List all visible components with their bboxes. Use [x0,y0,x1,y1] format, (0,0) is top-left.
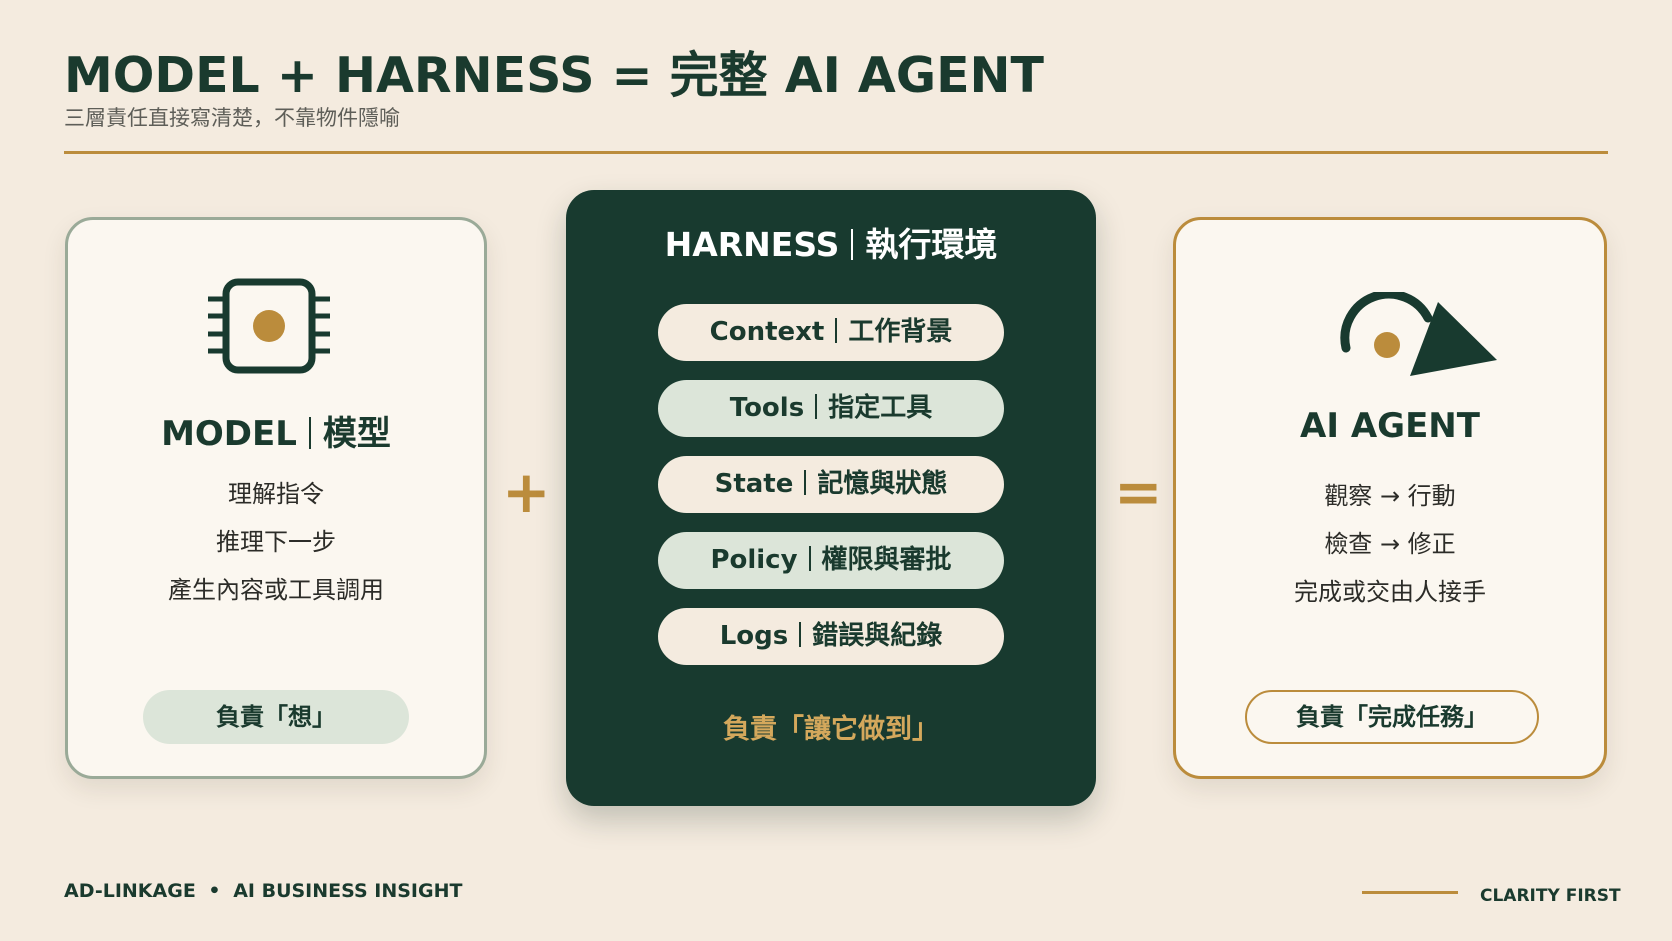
agent-heading: AI AGENT [1300,406,1480,446]
pill-label-en: Logs [719,621,789,651]
pill-label-zh: 指定工具 [828,393,933,423]
agent-line: 觀察 → 行動 [1324,482,1456,510]
pill-separator [815,394,818,420]
heading-separator [308,416,311,450]
pill-label-zh: 記憶與狀態 [817,469,948,499]
model-line: 理解指令 [228,480,324,508]
pill-separator [835,318,838,344]
agent-line: 完成或交由人接手 [1294,578,1486,606]
harness-item-logs: Logs 錯誤與紀錄 [658,608,1004,665]
model-title-en: MODEL [161,414,297,454]
pill-separator [799,622,802,648]
pill-label-zh: 工作背景 [848,317,953,347]
model-line: 推理下一步 [216,528,336,556]
footer-brand: AD-LINKAGE • AI BUSINESS INSIGHT [64,880,462,902]
model-heading: MODEL 模型 [68,406,484,455]
pill-label-en: Tools [729,393,805,423]
heading-separator [851,228,854,260]
pill-label-en: State [714,469,794,499]
footer-dot: • [208,880,221,902]
pill-separator [804,470,807,496]
page-title: MODEL + HARNESS = 完整 AI AGENT [64,47,1044,104]
agent-steps: 觀察 → 行動 檢查 → 修正 完成或交由人接手 [1176,472,1604,616]
footer-motto: CLARITY FIRST [1480,886,1621,906]
harness-item-context: Context 工作背景 [658,304,1004,361]
harness-item-state: State 記憶與狀態 [658,456,1004,513]
footer-brand-name: AD-LINKAGE [64,880,196,902]
pill-label-en: Context [709,317,825,347]
model-title-zh: 模型 [322,414,391,454]
plus-operator: + [502,458,551,526]
pill-separator [808,546,811,572]
model-card: MODEL 模型 理解指令 推理下一步 產生內容或工具調用 負責「想」 [65,217,487,779]
harness-title-zh: 執行環境 [865,225,998,264]
pill-label-zh: 權限與審批 [821,545,952,575]
page-subtitle: 三層責任直接寫清楚，不靠物件隱喻 [64,106,400,130]
pill-label-zh: 錯誤與紀錄 [812,621,943,651]
equals-operator: = [1114,458,1163,526]
model-role-badge: 負責「想」 [143,690,409,744]
harness-heading: HARNESS 執行環境 [566,218,1096,266]
footer-tagline: AI BUSINESS INSIGHT [233,880,463,902]
agent-card: AI AGENT 觀察 → 行動 檢查 → 修正 完成或交由人接手 負責「完成任… [1173,217,1607,779]
harness-item-policy: Policy 權限與審批 [658,532,1004,589]
title-divider [64,151,1608,154]
agent-line: 檢查 → 修正 [1324,530,1456,558]
harness-title-en: HARNESS [664,225,840,264]
model-responsibilities: 理解指令 推理下一步 產生內容或工具調用 [68,470,484,614]
pill-label-en: Policy [710,545,798,575]
agent-role-badge: 負責「完成任務」 [1245,690,1539,744]
harness-item-tools: Tools 指定工具 [658,380,1004,437]
chip-icon [208,278,330,374]
footer-accent-line [1362,891,1458,894]
model-line: 產生內容或工具調用 [168,576,384,604]
observe-act-loop-icon [1340,292,1497,376]
harness-role-text: 負責「讓它做到」 [723,714,939,745]
harness-card: HARNESS 執行環境 Context 工作背景 Tools 指定工具 State 記… [566,190,1096,806]
